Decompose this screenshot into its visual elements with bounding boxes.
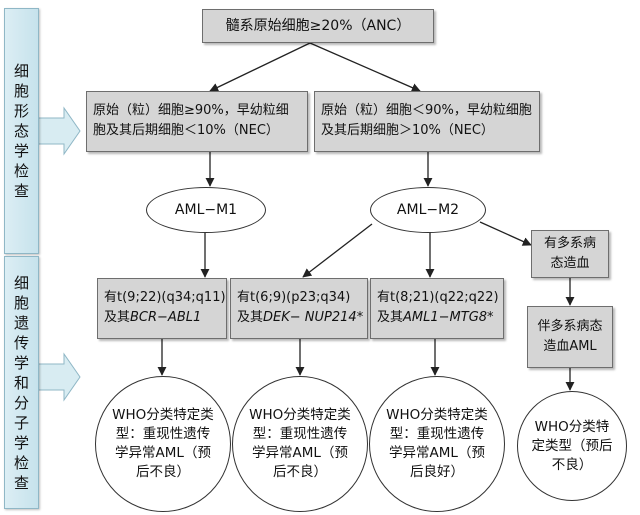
aml-m1-label: AML−M1 [174, 202, 238, 218]
outcome-circle-2: WHO分类特定类型：重现性遗传学异常AML（预后不良） [232, 376, 368, 512]
rearrangement-box-2: 有t(6;9)(p23;q34) 及其DEK− NUP214* [230, 278, 368, 339]
outcome-4-text: WHO分类特定类型（预后不良） [531, 418, 613, 473]
top-criterion-box: 髓系原始细胞≥20%（ANC） [202, 9, 434, 43]
right-criteria-box: 原始（粒）细胞＜90%，早幼粒细胞及其后期细胞＞10%（NEC） [314, 91, 540, 152]
right-criteria-text: 原始（粒）细胞＜90%，早幼粒细胞及其后期细胞＞10%（NEC） [321, 103, 532, 138]
side-arrow-genetics [37, 352, 81, 402]
rearrangement-3-prefix: 及其 [377, 310, 404, 325]
rearrangement-3-line2: 及其AML1−MTG8* [377, 308, 497, 328]
rearrangement-1-gene: BCR−ABL1 [130, 310, 202, 325]
side-arrow-morphology [37, 106, 81, 156]
rearrangement-1-line2: 及其BCR−ABL1 [104, 308, 220, 328]
outcome-2-text: WHO分类特定类型：重现性遗传学异常AML（预后不良） [249, 407, 351, 480]
rearrangement-2-line1: 有t(6;9)(p23;q34) [237, 290, 351, 305]
outcome-3-text: WHO分类特定类型：重现性遗传学异常AML（预后良好） [386, 407, 488, 480]
left-criteria-box: 原始（粒）细胞≥90%，早幼粒细胞及其后期细胞＜10%（NEC） [86, 91, 308, 152]
left-criteria-text: 原始（粒）细胞≥90%，早幼粒细胞及其后期细胞＜10%（NEC） [93, 103, 289, 138]
rearrangement-3-suffix: * [487, 310, 494, 325]
multilineage-dysplasia-text: 有多系病态造血 [544, 236, 597, 271]
arrow-top-to-left-criteria [209, 42, 311, 92]
rearrangement-3-line1: 有t(8;21)(q22;q22) [377, 290, 499, 305]
rearrangement-box-1: 有t(9;22)(q34;q11) 及其BCR−ABL1 [97, 278, 227, 339]
rearrangement-1-line1: 有t(9;22)(q34;q11) [104, 290, 226, 305]
rearrangement-2-line2: 及其DEK− NUP214* [237, 308, 364, 328]
arrow-top-to-right-criteria [309, 42, 421, 92]
rearrangement-2-gene: DEK− NUP214 [263, 310, 357, 325]
outcome-circle-3: WHO分类特定类型：重现性遗传学异常AML（预后良好） [369, 376, 505, 512]
outcome-circle-1: WHO分类特定类型：重现性遗传学异常AML（预后不良） [95, 376, 231, 512]
aml-m1-node: AML−M1 [146, 187, 266, 233]
rearrangement-3-gene: AML1−MTG8 [403, 310, 488, 325]
top-criterion-text: 髓系原始细胞≥20%（ANC） [225, 18, 411, 34]
rearrangement-2-prefix: 及其 [237, 310, 264, 325]
aml-mrc-text: 伴多系病态造血AML [537, 319, 603, 354]
arrow-m2-to-rearrangement-2 [302, 223, 373, 278]
rearrangement-1-prefix: 及其 [104, 310, 131, 325]
side-label-genetics: 细胞遗传学和分子学检查 [4, 256, 39, 509]
aml-mrc-box: 伴多系病态造血AML [527, 306, 613, 368]
multilineage-dysplasia-box: 有多系病态造血 [531, 230, 609, 278]
outcome-circle-4: WHO分类特定类型（预后不良） [517, 391, 627, 501]
side-label-morphology: 细胞形态学检查 [4, 8, 39, 254]
arrow-m2-to-multilineage [479, 221, 532, 246]
side-label-genetics-text: 细胞遗传学和分子学检查 [13, 273, 29, 492]
side-label-morphology-text: 细胞形态学检查 [13, 62, 29, 200]
rearrangement-2-suffix: * [356, 310, 364, 325]
rearrangement-box-3: 有t(8;21)(q22;q22) 及其AML1−MTG8* [370, 278, 504, 339]
aml-m2-label: AML−M2 [396, 202, 460, 218]
outcome-1-text: WHO分类特定类型：重现性遗传学异常AML（预后不良） [112, 407, 214, 480]
aml-m2-node: AML−M2 [370, 187, 486, 233]
